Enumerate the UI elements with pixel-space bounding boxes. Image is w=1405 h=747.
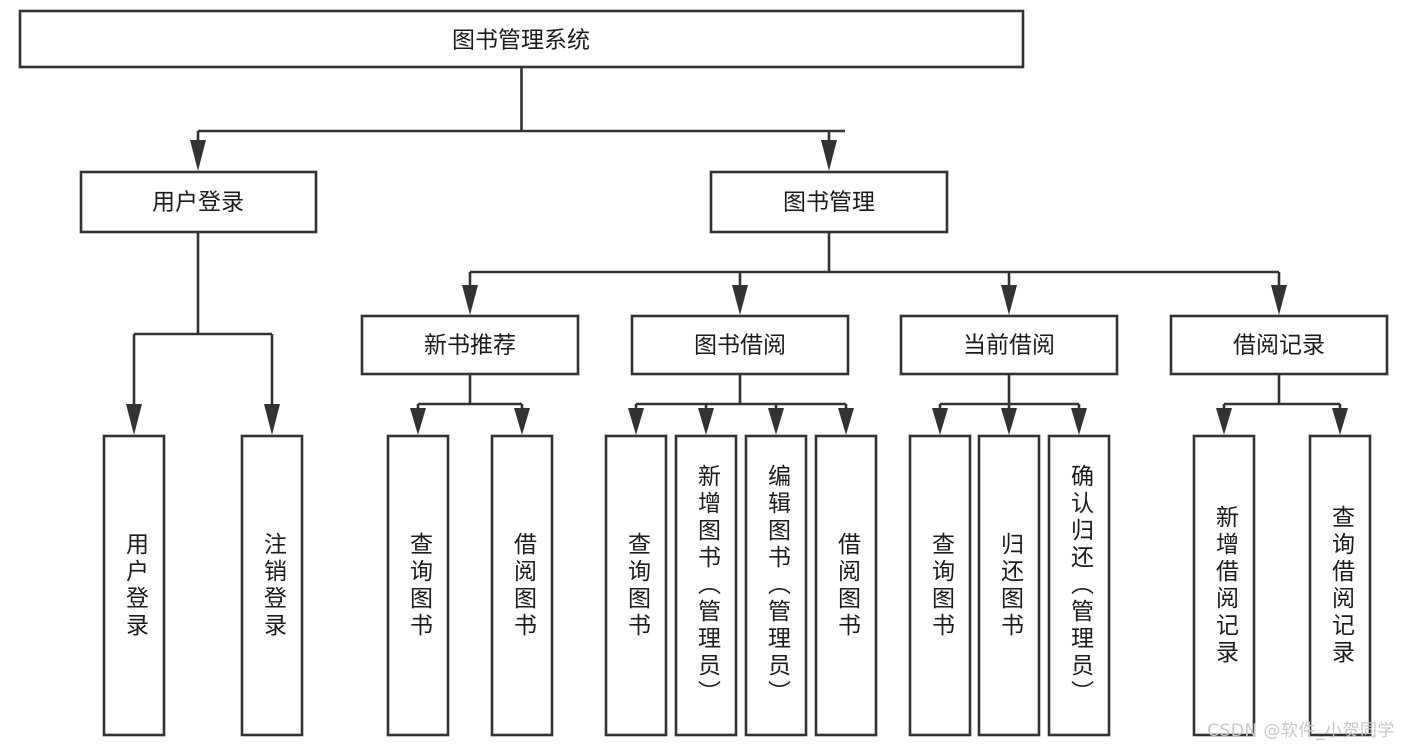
node-leaf-borrow-book-1-box[interactable] <box>490 434 554 737</box>
node-user-login-label: 用户登录 <box>152 190 244 216</box>
arrow-to-borrow-record <box>1271 285 1287 315</box>
node-user-login[interactable]: 用户登录 <box>79 170 318 234</box>
node-borrow-record-label: 借阅记录 <box>1233 333 1325 359</box>
arrow-to-leaf-query-book-1 <box>410 408 426 435</box>
arrow-to-leaf-logout <box>264 404 280 435</box>
arrow-to-leaf-borrow-book-1 <box>514 408 530 435</box>
node-book-borrow-label: 图书借阅 <box>694 333 786 359</box>
arrow-to-leaf-confirm-return <box>1071 408 1087 435</box>
node-root[interactable]: 图书管理系统 <box>18 9 1025 69</box>
node-new-book-recommend-label: 新书推荐 <box>424 333 516 359</box>
node-leaf-add-record-box[interactable] <box>1192 434 1256 737</box>
node-leaf-query-book-3-box[interactable] <box>908 434 972 737</box>
arrow-to-user-login <box>190 140 206 171</box>
leaf-boxes <box>102 434 1372 737</box>
node-leaf-query-record-box[interactable] <box>1308 434 1372 737</box>
arrow-to-leaf-query-book-3 <box>932 408 948 435</box>
arrow-to-leaf-return-book <box>1001 408 1017 435</box>
arrow-to-current-borrow <box>1001 285 1017 315</box>
node-book-borrow[interactable]: 图书借阅 <box>630 314 850 376</box>
arrow-to-leaf-edit-book <box>768 408 784 435</box>
arrow-to-new-book-recommend <box>462 285 478 315</box>
node-borrow-record-box[interactable] <box>1169 314 1389 376</box>
arrow-to-leaf-query-record <box>1332 408 1348 435</box>
node-current-borrow-box[interactable] <box>899 314 1119 376</box>
node-borrow-record[interactable]: 借阅记录 <box>1169 314 1389 376</box>
arrow-to-leaf-borrow-book-2 <box>838 408 854 435</box>
csdn-watermark: CSDN @软件_小贺同学 <box>1207 721 1395 741</box>
node-root-label: 图书管理系统 <box>452 28 590 54</box>
node-leaf-query-book-1-box[interactable] <box>386 434 450 737</box>
node-leaf-query-book-2-box[interactable] <box>604 434 668 737</box>
node-user-login-box[interactable] <box>79 170 318 234</box>
arrow-to-leaf-add-record <box>1216 408 1232 435</box>
node-current-borrow-label: 当前借阅 <box>963 333 1055 359</box>
node-book-manage-label: 图书管理 <box>783 190 875 216</box>
node-new-book-recommend-box[interactable] <box>360 314 580 376</box>
node-new-book-recommend[interactable]: 新书推荐 <box>360 314 580 376</box>
arrow-to-leaf-query-book-2 <box>628 408 644 435</box>
arrow-to-leaf-user-login <box>126 404 142 435</box>
node-leaf-borrow-book-2-box[interactable] <box>814 434 878 737</box>
node-book-borrow-box[interactable] <box>630 314 850 376</box>
node-leaf-return-book-box[interactable] <box>977 434 1041 737</box>
node-root-box[interactable] <box>18 9 1025 69</box>
arrow-to-book-manage <box>821 140 837 171</box>
node-leaf-add-book-box[interactable] <box>674 434 738 737</box>
arrow-to-book-borrow <box>732 285 748 315</box>
node-book-manage-box[interactable] <box>709 170 949 234</box>
connectors <box>126 67 1348 435</box>
arrow-to-leaf-add-book <box>698 408 714 435</box>
node-current-borrow[interactable]: 当前借阅 <box>899 314 1119 376</box>
node-leaf-edit-book-box[interactable] <box>744 434 808 737</box>
node-book-manage[interactable]: 图书管理 <box>709 170 949 234</box>
node-leaf-user-login-box[interactable] <box>102 434 166 737</box>
node-leaf-logout-box[interactable] <box>240 434 304 737</box>
node-leaf-confirm-return-box[interactable] <box>1047 434 1111 737</box>
